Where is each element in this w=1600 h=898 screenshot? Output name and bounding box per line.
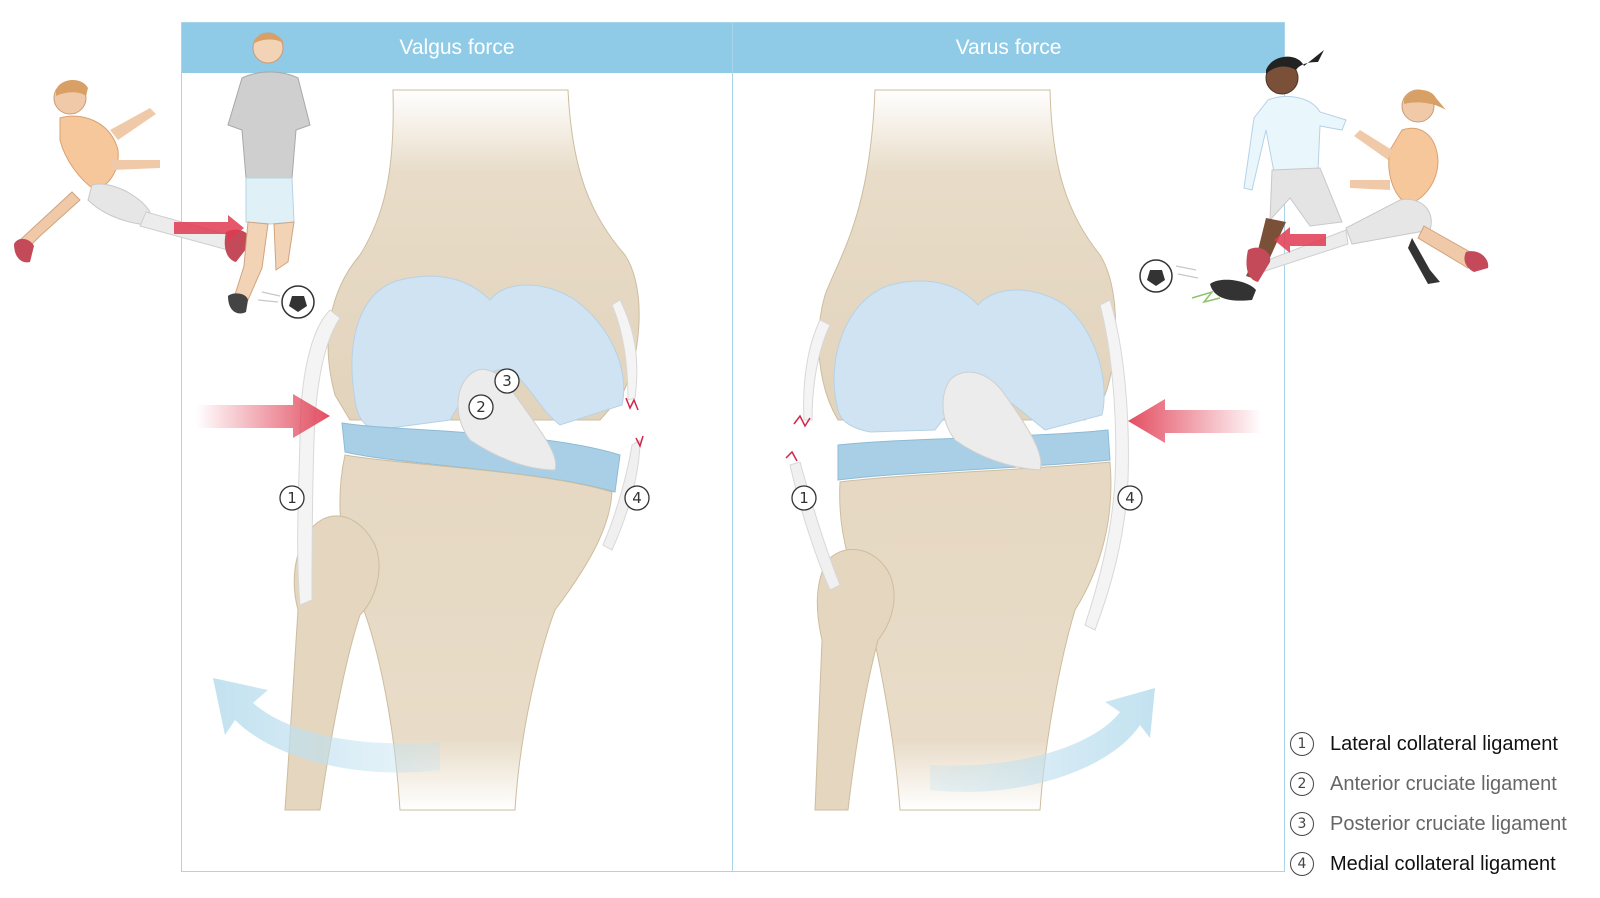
legend-item: 4 Medial collateral ligament (1290, 844, 1595, 884)
legend-label: Medial collateral ligament (1330, 853, 1556, 876)
legend-item: 1 Lateral collateral ligament (1290, 724, 1595, 764)
marker-2-valgus: 2 (469, 395, 493, 419)
svg-text:3: 3 (502, 372, 512, 390)
tackling-player-left (14, 80, 250, 262)
legend-label: Anterior cruciate ligament (1330, 773, 1557, 796)
svg-text:4: 4 (632, 489, 642, 507)
soccer-ball-right (1140, 260, 1220, 302)
soccer-ball-left (258, 286, 314, 318)
marker-1-valgus: 1 (280, 486, 304, 510)
ligament-legend: 1 Lateral collateral ligament 2 Anterior… (1290, 724, 1595, 884)
legend-number: 1 (1290, 732, 1314, 756)
marker-3-valgus: 3 (495, 369, 519, 393)
legend-number: 3 (1290, 812, 1314, 836)
marker-4-valgus: 4 (625, 486, 649, 510)
legend-item: 2 Anterior cruciate ligament (1290, 764, 1595, 804)
legend-number: 4 (1290, 852, 1314, 876)
tear-mark (626, 398, 643, 446)
standing-player-left (228, 33, 310, 313)
marker-4-varus: 4 (1118, 486, 1142, 510)
svg-text:1: 1 (287, 489, 297, 507)
tear-mark (786, 416, 810, 461)
lateral-collateral-ligament-lower (790, 462, 840, 590)
svg-text:4: 4 (1125, 489, 1135, 507)
legend-number: 2 (1290, 772, 1314, 796)
marker-1-varus: 1 (792, 486, 816, 510)
varus-knee: 1 4 (786, 90, 1262, 810)
legend-label: Lateral collateral ligament (1330, 733, 1558, 756)
svg-text:2: 2 (476, 398, 486, 416)
svg-text:1: 1 (799, 489, 809, 507)
legend-item: 3 Posterior cruciate ligament (1290, 804, 1595, 844)
legend-label: Posterior cruciate ligament (1330, 813, 1567, 836)
varus-force-arrow (1128, 399, 1262, 443)
